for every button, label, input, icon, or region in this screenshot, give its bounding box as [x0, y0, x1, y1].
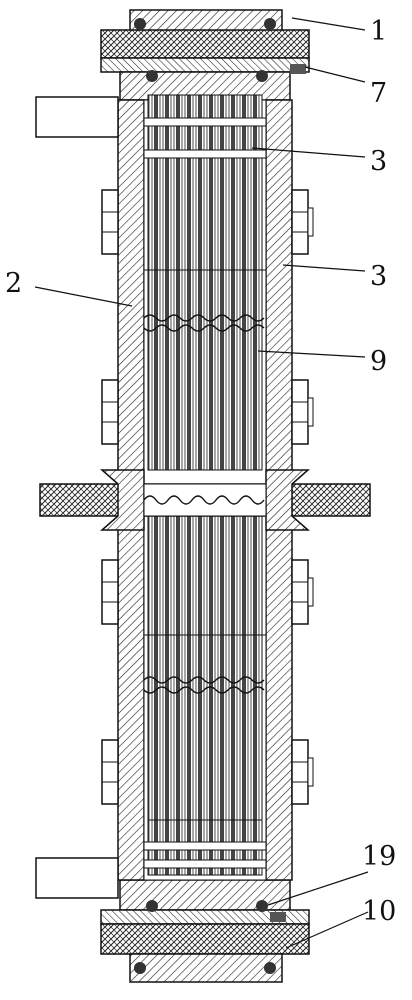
bolt-right-4	[291, 739, 314, 805]
bolt-left-3	[101, 559, 119, 625]
leader-3a	[251, 147, 366, 158]
callout-10: 10	[362, 896, 396, 927]
leader-7	[304, 66, 366, 83]
side-nozzles	[35, 96, 119, 899]
bolt-left-2	[101, 379, 119, 445]
callout-labels: 1 7 3 3 2 9 19 10	[5, 16, 396, 927]
leader-3b	[282, 264, 366, 272]
bolt-heads	[101, 189, 314, 805]
leader-10	[285, 911, 369, 949]
leader-9	[257, 350, 366, 358]
bolt-right-3	[291, 559, 314, 625]
callout-9: 9	[370, 346, 387, 377]
callout-7: 7	[370, 78, 387, 109]
bolt-left-4	[101, 739, 119, 805]
callout-19: 19	[362, 841, 396, 872]
middle-flange	[39, 469, 371, 531]
leader-19	[267, 871, 369, 906]
callout-3-lower: 3	[370, 261, 387, 292]
bolt-right-2	[291, 379, 314, 445]
callout-3-upper: 3	[370, 146, 387, 177]
bottom-end-cap	[100, 879, 310, 983]
bolt-right-1	[291, 189, 314, 255]
callout-1: 1	[370, 16, 387, 47]
leader-lines	[34, 17, 369, 949]
bolt-left-1	[101, 189, 119, 255]
leader-2	[34, 286, 133, 307]
callout-2: 2	[5, 268, 22, 299]
top-end-cap	[100, 9, 310, 101]
leader-1	[291, 17, 366, 31]
